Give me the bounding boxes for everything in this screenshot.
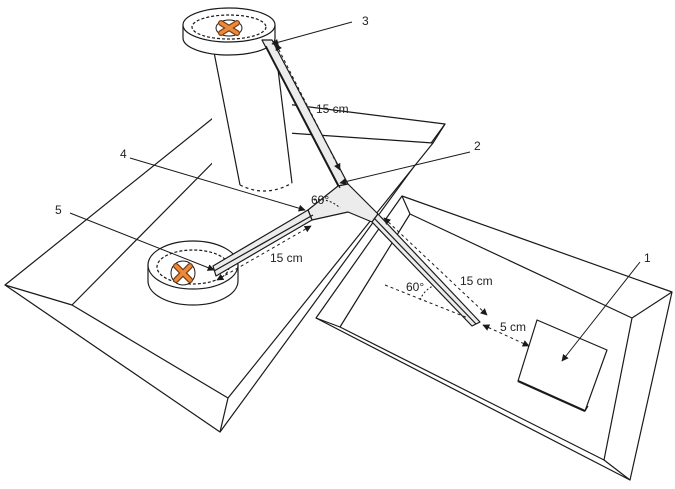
cross-icon	[215, 19, 243, 37]
callout-leaders	[69, 21, 641, 362]
callout-3: 3	[362, 14, 369, 28]
label-right-arm-length: 15 cm	[460, 274, 493, 288]
dimension-lines	[216, 43, 530, 347]
callout-1: 1	[644, 251, 651, 265]
label-angle-top: 60°	[311, 193, 329, 207]
label-gap-distance: 5 cm	[500, 320, 526, 334]
stimulus-box	[517, 319, 608, 413]
callout-4: 4	[120, 147, 127, 161]
cross-icon	[170, 260, 196, 286]
label-left-arm-length: 15 cm	[270, 251, 303, 265]
callout-2: 2	[474, 139, 481, 153]
callout-5: 5	[55, 203, 62, 217]
label-angle-bottom: 60°	[406, 280, 424, 294]
right-platform	[315, 195, 673, 481]
label-upper-arm-length: 15 cm	[316, 102, 349, 116]
angle-arcs	[313, 199, 434, 301]
